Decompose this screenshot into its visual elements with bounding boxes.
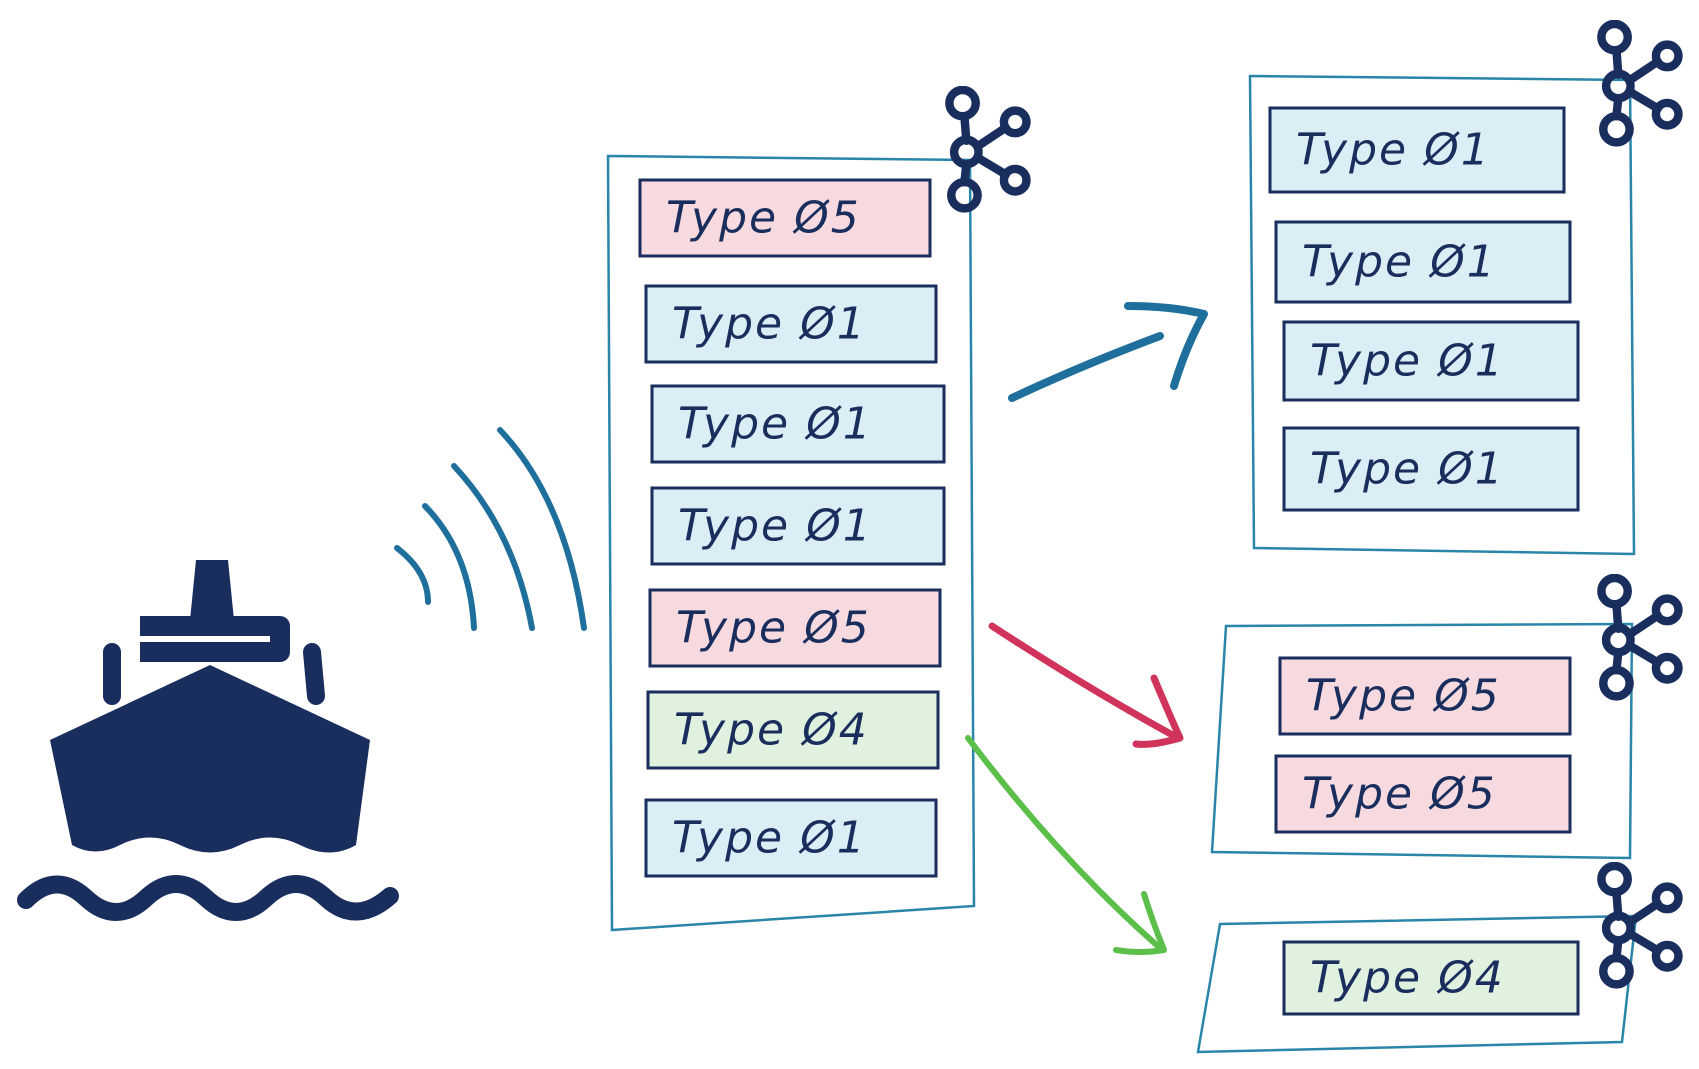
message-type-05: Type Ø5 [1274,754,1572,834]
message-label: Type Ø1 [678,398,873,449]
message-box [638,178,932,258]
target-topic-1: Type Ø1 Type Ø1 Type Ø1 Type Ø1 [1248,24,1678,556]
message-label: Type Ø1 [1296,124,1491,175]
message-box [644,284,938,364]
target-topic-2: Type Ø5 Type Ø5 [1210,578,1678,860]
target-2-message-list: Type Ø5 Type Ø5 [1274,656,1572,834]
message-label: Type Ø1 [1302,236,1497,287]
message-box [1274,754,1572,834]
message-box [650,384,946,464]
message-label: Type Ø1 [672,812,867,863]
kafka-logo-icon [1601,24,1678,142]
kafka-logo-icon [949,90,1026,208]
message-label: Type Ø5 [666,192,861,243]
message-type-01: Type Ø1 [1282,426,1580,512]
message-box [648,588,942,668]
message-label: Type Ø1 [1310,335,1505,386]
message-box [646,690,940,770]
kafka-logo-icon [1601,578,1678,696]
route-arrow-type-04 [965,735,1167,955]
message-box [1282,426,1580,512]
message-box [1268,106,1566,194]
message-box [1282,940,1580,1016]
source-topic: Type Ø5 Type Ø1 Type Ø1 Type Ø1 Type Ø5 Type … [606,90,1026,932]
message-type-04: Type Ø4 [1282,940,1580,1016]
signal-waves-icon [394,427,587,631]
route-arrow-type-01 [1008,302,1208,402]
message-label: Type Ø1 [1310,443,1505,494]
message-label: Type Ø5 [1306,670,1501,721]
message-type-01: Type Ø1 [1268,106,1566,194]
target-3-message-list: Type Ø4 [1282,940,1580,1016]
message-type-01: Type Ø1 [1274,220,1572,304]
message-type-01: Type Ø1 [644,284,938,364]
message-label: Type Ø5 [676,602,871,653]
target-topic-3: Type Ø4 [1196,866,1678,1054]
message-type-01: Type Ø1 [1282,320,1580,402]
message-label: Type Ø5 [1302,768,1497,819]
route-arrow-type-05 [988,622,1184,748]
target-1-message-list: Type Ø1 Type Ø1 Type Ø1 Type Ø1 [1268,106,1580,512]
message-type-04: Type Ø4 [646,690,940,770]
message-type-01: Type Ø1 [650,384,946,464]
message-type-05: Type Ø5 [1278,656,1572,736]
message-type-05: Type Ø5 [638,178,932,258]
message-label: Type Ø4 [674,704,869,755]
message-label: Type Ø1 [672,298,867,349]
ship-icon [17,560,399,921]
message-box [1274,220,1572,304]
message-box [1278,656,1572,736]
message-box [650,486,946,566]
kafka-logo-icon [1601,866,1678,984]
message-label: Type Ø1 [678,500,873,551]
message-label: Type Ø4 [1310,952,1505,1003]
message-type-05: Type Ø5 [648,588,942,668]
message-box [644,798,938,878]
message-box [1282,320,1580,402]
message-type-01: Type Ø1 [650,486,946,566]
message-type-01: Type Ø1 [644,798,938,878]
source-message-list: Type Ø5 Type Ø1 Type Ø1 Type Ø1 Type Ø5 Type … [638,178,946,878]
